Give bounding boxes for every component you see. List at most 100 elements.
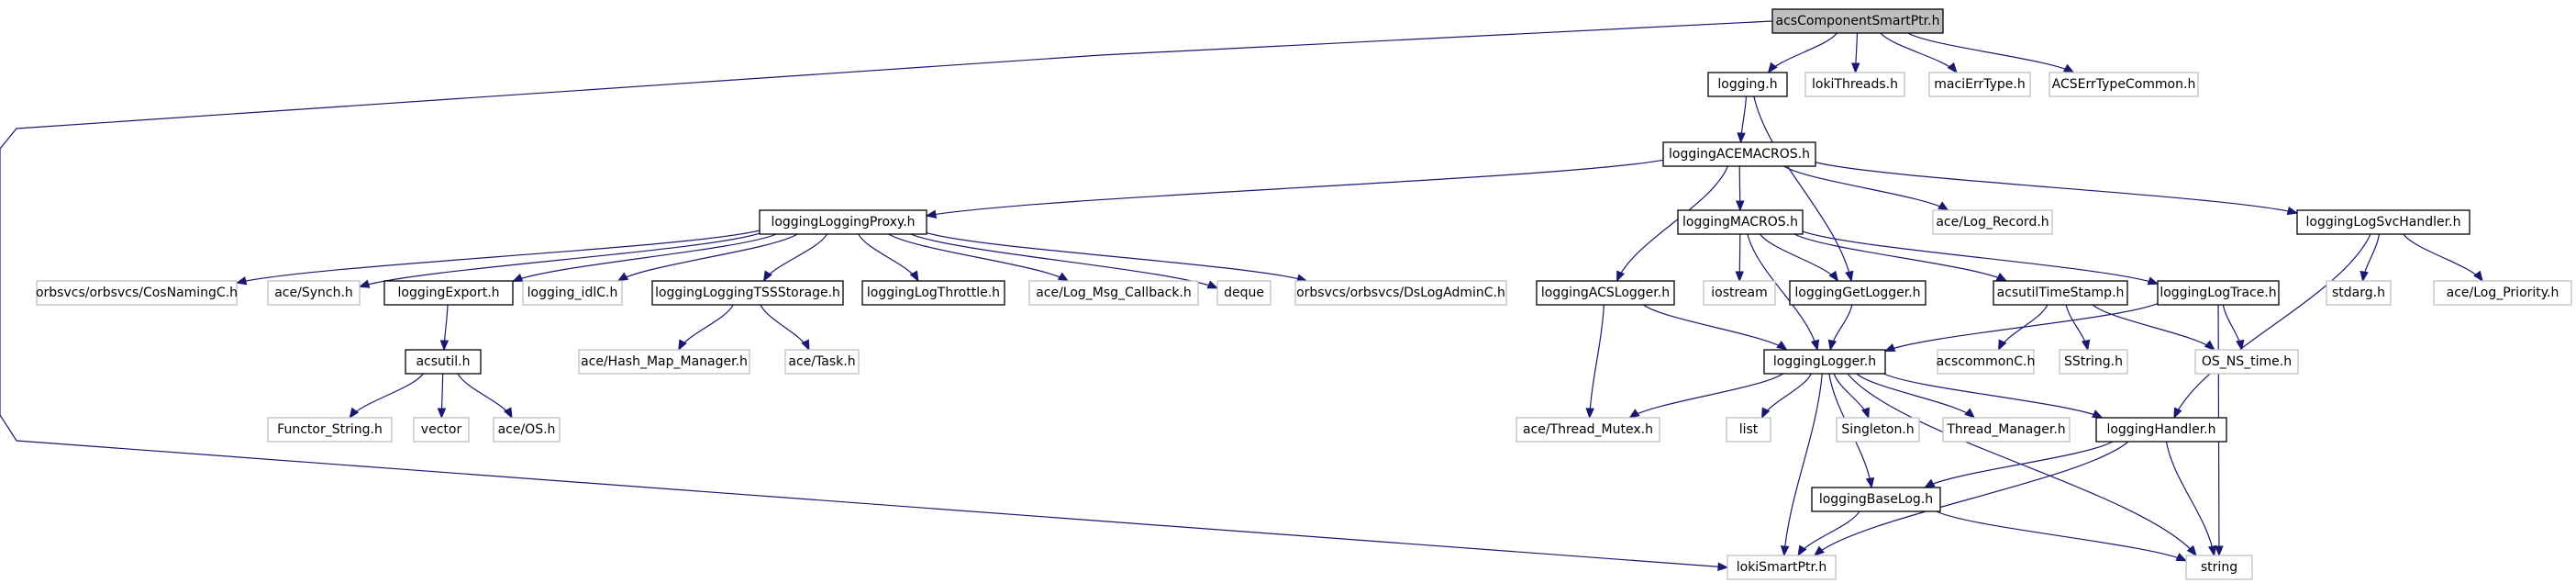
node-box: [1942, 417, 2071, 443]
node-loggingExport[interactable]: loggingExport.h: [383, 280, 514, 306]
edge-line: [1643, 304, 1787, 351]
node-Singleton: Singleton.h: [1836, 417, 1920, 443]
edge-loggingACEMACROS-to-aceLogRecord: [1783, 165, 1949, 211]
node-label: ace/OS.h: [498, 422, 556, 437]
edge-loggingLoggingProxy-to-loggingTSSStorage: [762, 233, 827, 283]
node-loggingLogThrottle[interactable]: loggingLogThrottle.h: [861, 280, 1005, 306]
node-box: [267, 417, 393, 443]
edge-arrowhead: [1585, 408, 1594, 420]
node-label: iostream: [1711, 286, 1768, 300]
node-iostream: iostream: [1703, 280, 1776, 306]
edge-line: [2165, 441, 2215, 556]
edge-arrowhead: [1780, 545, 1790, 557]
edge-loggingLoggingProxy-to-aceSynch: [358, 232, 761, 288]
node-loggingGetLogger[interactable]: loggingGetLogger.h: [1789, 280, 1926, 306]
edge-line: [1847, 373, 2197, 556]
edge-arrowhead: [2215, 545, 2224, 557]
edge-loggingLogger-to-ThreadManager: [1856, 373, 1976, 419]
node-box: [1677, 209, 1804, 235]
edge-arrowhead: [2208, 544, 2217, 557]
node-aceLogRecord: ace/Log_Record.h: [1932, 209, 2053, 235]
edge-line: [1880, 32, 1958, 73]
node-loggingLoggingProxy[interactable]: loggingLoggingProxy.h: [759, 209, 927, 235]
edge-loggingMACROS-to-iostream: [1735, 233, 1744, 283]
node-label: stdarg.h: [2332, 286, 2385, 300]
node-acscommonC: acscommonC.h: [1937, 349, 2036, 375]
node-loggingLogTrace[interactable]: loggingLogTrace.h: [2157, 280, 2280, 306]
edge-line: [236, 230, 761, 284]
edge-line: [926, 159, 1664, 217]
node-label: Thread_Manager.h: [1946, 422, 2065, 437]
edge-line: [1616, 165, 1728, 282]
edge-line: [888, 233, 1069, 282]
node-label: orbsvcs/orbsvcs/CosNamingC.h: [36, 286, 238, 300]
edge-loggingGetLogger-to-loggingLogger: [1827, 304, 1853, 352]
node-loggingACSLogger[interactable]: loggingACSLogger.h: [1536, 280, 1675, 306]
edge-arrowhead: [358, 279, 371, 288]
node-acsutilTimeStamp[interactable]: acsutilTimeStamp.h: [1993, 280, 2128, 306]
node-lokiThreads: lokiThreads.h: [1804, 72, 1905, 97]
node-loggingTSSStorage[interactable]: loggingLoggingTSSStorage.h: [651, 280, 844, 306]
edge-line: [1907, 32, 2074, 73]
edge-loggingLogger-to-aceThreadMutex: [1628, 373, 1784, 419]
edge-line: [359, 232, 761, 287]
node-box: [522, 280, 623, 306]
edge-loggingHandler-to-loggingBaseLog: [1924, 441, 2114, 488]
node-logging_h[interactable]: logging.h: [1707, 72, 1788, 97]
node-maciErrType: maciErrType.h: [1928, 72, 2031, 97]
node-label: ace/Thread_Mutex.h: [1523, 422, 1653, 437]
node-loggingHandler[interactable]: loggingHandler.h: [2095, 417, 2227, 443]
node-loggingACEMACROS[interactable]: loggingACEMACROS.h: [1662, 141, 1816, 167]
node-label: list: [1739, 422, 1759, 437]
edge-line: [1760, 233, 1838, 282]
node-box: [1811, 487, 1941, 512]
node-string: string: [2185, 555, 2253, 580]
node-box: [1516, 417, 1660, 443]
edge-arrowhead: [678, 339, 687, 352]
node-label: vector: [421, 422, 462, 437]
node-cosNaming: orbsvcs/orbsvcs/CosNamingC.h: [36, 280, 238, 306]
edge-arrowhead: [1828, 270, 1839, 283]
edge-arrowhead: [2236, 339, 2245, 352]
node-root[interactable]: acsComponentSmartPtr.h: [1771, 8, 1944, 34]
node-label: Functor_String.h: [277, 422, 383, 437]
edge-arrowhead: [1860, 407, 1870, 420]
edge-arrowhead: [1947, 62, 1958, 74]
edge-line: [0, 20, 1773, 568]
edge-loggingLogSvcHandler-to-aceLogPriority: [2403, 233, 2483, 283]
node-box: [1726, 417, 1771, 443]
node-box: [1804, 72, 1905, 97]
edge-arrowhead: [925, 209, 938, 219]
edge-root-to-maciErrType: [1880, 32, 1958, 74]
node-label: ace/Log_Msg_Callback.h: [1036, 286, 1192, 300]
node-lokiSmartPtr: lokiSmartPtr.h: [1727, 555, 1837, 580]
edge-arrowhead: [1057, 272, 1070, 282]
node-loggingLogger[interactable]: loggingLogger.h: [1763, 349, 1886, 375]
edge-line: [2092, 304, 2215, 351]
edge-line: [1768, 32, 1838, 73]
edge-logging_h-to-loggingACEMACROS: [1737, 95, 1748, 144]
edge-arrowhead: [1767, 62, 1778, 74]
node-loggingMACROS[interactable]: loggingMACROS.h: [1677, 209, 1804, 235]
node-box: [1763, 349, 1886, 375]
edge-line: [678, 304, 734, 351]
node-loggingLogSvcHandler[interactable]: loggingLogSvcHandler.h: [2296, 209, 2471, 235]
edge-loggingLogTrace-to-loggingLogger: [1883, 302, 2159, 353]
edge-arrowhead: [2175, 553, 2188, 562]
node-acsutil[interactable]: acsutil.h: [405, 349, 482, 375]
edge-root-to-lokiThreads: [1851, 32, 1860, 74]
node-label: maciErrType.h: [1934, 77, 2025, 92]
edge-arrowhead: [801, 339, 810, 352]
node-box: [2433, 280, 2572, 306]
node-box: [1028, 280, 1199, 306]
node-box: [2059, 349, 2128, 375]
edge-loggingLoggingProxy-to-cosNaming: [235, 230, 761, 286]
node-label: loggingLogTrace.h: [2160, 286, 2276, 300]
edge-line: [926, 231, 1307, 282]
edge-loggingLogger-to-Singleton: [1833, 373, 1870, 420]
node-label: loggingHandler.h: [2106, 422, 2215, 437]
node-loggingBaseLog[interactable]: loggingBaseLog.h: [1811, 487, 1941, 512]
node-label: acscommonC.h: [1937, 354, 2036, 369]
edge-loggingLoggingProxy-to-loggingExport: [511, 233, 777, 283]
node-loggingIdlC: logging_idlC.h: [522, 280, 623, 306]
